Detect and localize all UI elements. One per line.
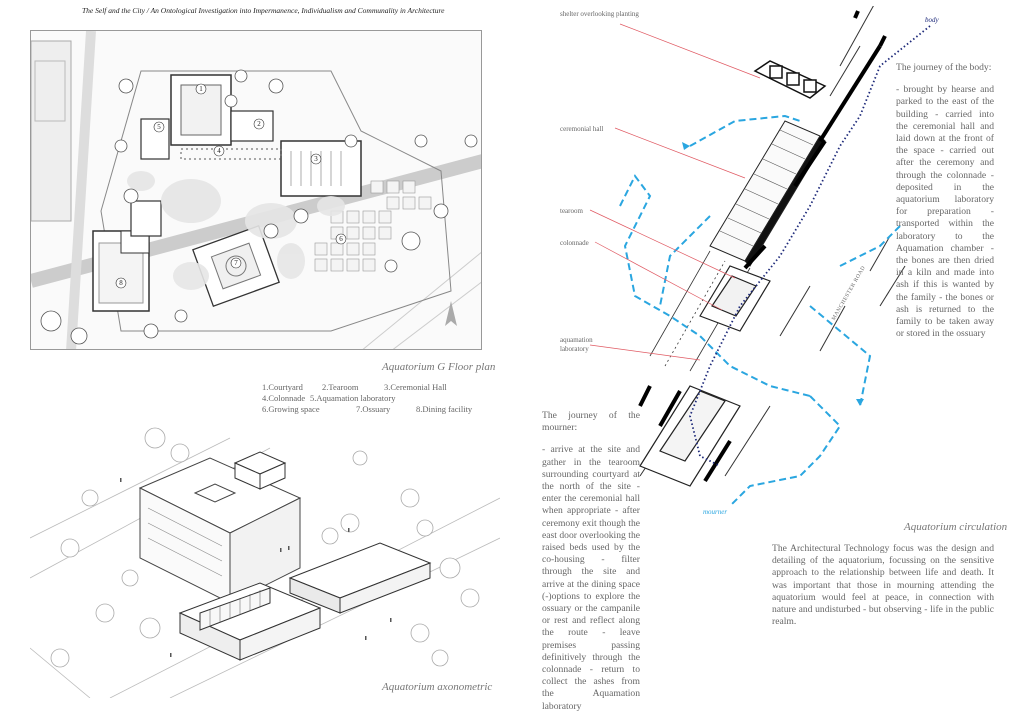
legend-item: 4.Colonnade bbox=[262, 393, 306, 403]
plan-marker-7: 7 bbox=[234, 259, 238, 267]
label-body-path: body bbox=[925, 16, 939, 24]
axonometric-caption: Aquatorium axonometric bbox=[382, 681, 493, 693]
legend-item: 2.Tearoom bbox=[322, 382, 359, 392]
plan-marker-2: 2 bbox=[257, 120, 261, 128]
legend-item: 3.Ceremonial Hall bbox=[384, 382, 447, 392]
label-mourner-path: mourner bbox=[703, 508, 728, 516]
floor-plan-caption: Aquatorium G Floor plan bbox=[382, 361, 496, 373]
label-tearoom: tearoom bbox=[560, 207, 583, 215]
circulation-diagram bbox=[540, 6, 1024, 536]
legend-item: 8.Dining facility bbox=[416, 404, 473, 414]
journey-body-title: The journey of the body: bbox=[896, 62, 992, 73]
floor-plan: 1 2 3 4 5 6 7 8 bbox=[30, 30, 482, 350]
plan-marker-8: 8 bbox=[119, 279, 123, 287]
north-arrow-icon bbox=[445, 301, 457, 326]
label-aquamation: aquamation laboratory bbox=[560, 336, 593, 353]
label-colonnade: colonnade bbox=[560, 239, 589, 247]
label-ceremonial-hall: ceremonial hall bbox=[560, 125, 604, 133]
page-title: The Self and the City / An Ontological I… bbox=[82, 6, 445, 15]
journey-mourner-title: The journey of the mourner: bbox=[542, 410, 640, 434]
axonometric-drawing bbox=[30, 418, 500, 698]
journey-body-block: The journey of the body: - brought by he… bbox=[896, 62, 994, 340]
legend-item: 7.Ossuary bbox=[356, 404, 391, 414]
journey-mourner-text: - arrive at the site and gather in the t… bbox=[542, 444, 640, 712]
plan-marker-5: 5 bbox=[157, 123, 161, 131]
plan-marker-3: 3 bbox=[314, 155, 318, 163]
journey-body-text: - brought by hearse and parked to the ea… bbox=[896, 84, 994, 340]
circulation-caption: Aquatorium circulation bbox=[904, 521, 1008, 533]
legend-item: 6.Growing space bbox=[262, 404, 320, 414]
plan-marker-4: 4 bbox=[217, 147, 221, 155]
label-shelter: shelter overlooking planting bbox=[560, 10, 639, 18]
floor-plan-legend: 1.Courtyard 2.Tearoom 3.Ceremonial Hall … bbox=[262, 382, 482, 418]
plan-marker-1: 1 bbox=[199, 85, 203, 93]
legend-item: 1.Courtyard bbox=[262, 382, 303, 392]
journey-mourner-block: The journey of the mourner: - arrive at … bbox=[542, 410, 640, 713]
plan-marker-6: 6 bbox=[339, 235, 343, 243]
technology-text: The Architectural Technology focus was t… bbox=[772, 543, 994, 628]
legend-item: 5.Aquamation laboratory bbox=[310, 393, 396, 403]
